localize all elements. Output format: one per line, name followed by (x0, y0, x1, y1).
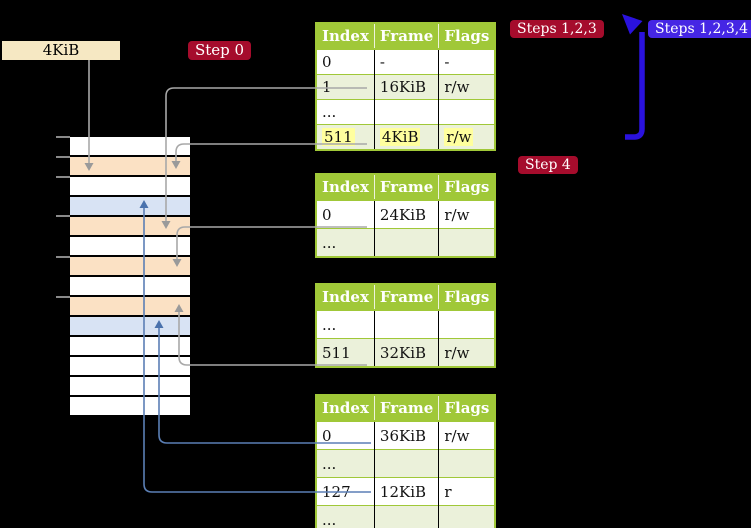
table-header-row: Index Frame Flags (316, 395, 496, 422)
memory-address-tick (56, 256, 70, 258)
table-row: 511 32KiB r/w (316, 338, 496, 367)
step4-badge: Step 4 (518, 156, 578, 174)
cell-flags: r/w (438, 420, 496, 450)
cell-index: ... (316, 449, 375, 478)
memory-address-tick (56, 296, 70, 298)
memory-frame-row-orange (70, 157, 190, 175)
table-row-highlighted: 511 4KiB r/w (316, 124, 496, 150)
memory-frame-row-orange (70, 257, 190, 275)
table-row: 1 16KiB r/w (316, 74, 496, 100)
memory-frame-row-white (70, 277, 190, 295)
page-table-4: Index Frame Flags 0 36KiB r/w ... 127 12… (315, 394, 497, 528)
col-header-index: Index (316, 395, 375, 422)
table-header-row: Index Frame Flags (316, 284, 496, 311)
physical-memory-column (70, 137, 190, 417)
col-header-frame: Frame (373, 395, 439, 422)
col-header-frame: Frame (373, 23, 439, 50)
memory-frame-row-white (70, 177, 190, 195)
table-header-row: Index Frame Flags (316, 23, 496, 50)
page-table-1: Index Frame Flags 0 - - 1 16KiB r/w ... … (315, 22, 497, 151)
table-row: 127 12KiB r (316, 477, 496, 506)
cell-index: ... (316, 505, 375, 528)
table-row: ... (316, 309, 496, 339)
cell-flags: - (438, 48, 496, 75)
cell-flags (438, 505, 496, 528)
memory-address-tick (56, 136, 70, 138)
cell-index: ... (316, 309, 375, 339)
cell-frame (373, 309, 439, 339)
cell-frame: 36KiB (373, 420, 439, 450)
cell-index: 0 (316, 420, 375, 450)
table-row: 0 - - (316, 48, 496, 75)
cell-index: ... (316, 99, 375, 125)
cell-flags: r/w (438, 124, 496, 150)
memory-frame-row-blue (70, 317, 190, 335)
memory-frame-row-white (70, 137, 190, 155)
cell-flags: r (438, 477, 496, 506)
col-header-frame: Frame (373, 284, 439, 311)
cell-frame: - (373, 48, 439, 75)
cell-frame: 16KiB (373, 74, 439, 100)
steps1234-badge: Steps 1,2,3,4 (648, 20, 751, 38)
cell-frame: 32KiB (373, 338, 439, 367)
table-row: 0 24KiB r/w (316, 199, 496, 229)
cell-flags (438, 309, 496, 339)
memory-frame-row-orange (70, 217, 190, 235)
table-row: 0 36KiB r/w (316, 420, 496, 450)
cell-index: 0 (316, 48, 375, 75)
cell-index: 127 (316, 477, 375, 506)
cell-frame: 12KiB (373, 477, 439, 506)
cell-index: 511 (316, 338, 375, 367)
memory-frame-row-white (70, 357, 190, 375)
memory-frame-row-white (70, 397, 190, 415)
cell-index: 511 (316, 124, 375, 150)
col-header-flags: Flags (438, 174, 496, 201)
cell-flags: r/w (438, 338, 496, 367)
cell-flags (438, 228, 496, 257)
cell-frame (373, 99, 439, 125)
memory-frame-row-white (70, 337, 190, 355)
cell-frame (373, 449, 439, 478)
steps-cycle-arrow-head (622, 14, 643, 35)
page-table-2: Index Frame Flags 0 24KiB r/w ... (315, 173, 497, 258)
col-header-flags: Flags (438, 284, 496, 311)
col-header-index: Index (316, 174, 375, 201)
cell-flags: r/w (438, 199, 496, 229)
cell-index: ... (316, 228, 375, 257)
cell-flags: r/w (438, 74, 496, 100)
cell-frame: 4KiB (373, 124, 439, 150)
page-table-3: Index Frame Flags ... 511 32KiB r/w (315, 283, 497, 368)
memory-frame-row-white (70, 377, 190, 395)
cell-frame: 24KiB (373, 199, 439, 229)
highlight: r/w (444, 128, 474, 146)
col-header-frame: Frame (373, 174, 439, 201)
col-header-index: Index (316, 284, 375, 311)
highlight: 511 (322, 128, 355, 146)
memory-frame-row-white (70, 237, 190, 255)
table-header-row: Index Frame Flags (316, 174, 496, 201)
cell-frame (373, 228, 439, 257)
col-header-flags: Flags (438, 395, 496, 422)
table-row: ... (316, 449, 496, 478)
cell-flags (438, 99, 496, 125)
steps-cycle-arrow (625, 32, 645, 140)
cell-frame (373, 505, 439, 528)
table-row: ... (316, 505, 496, 528)
table-row: ... (316, 99, 496, 125)
memory-address-tick (56, 215, 70, 217)
cell-index: 1 (316, 74, 375, 100)
memory-address-tick (56, 176, 70, 178)
table-row: ... (316, 228, 496, 257)
frame-size-label: 4KiB (2, 41, 120, 60)
cell-flags (438, 449, 496, 478)
highlight: 4KiB (379, 128, 421, 146)
col-header-flags: Flags (438, 23, 496, 50)
memory-frame-row-orange (70, 297, 190, 315)
memory-address-tick (56, 156, 70, 158)
cell-index: 0 (316, 199, 375, 229)
memory-frame-row-blue (70, 197, 190, 215)
steps123-badge: Steps 1,2,3 (510, 20, 604, 38)
step0-badge: Step 0 (188, 41, 252, 60)
col-header-index: Index (316, 23, 375, 50)
